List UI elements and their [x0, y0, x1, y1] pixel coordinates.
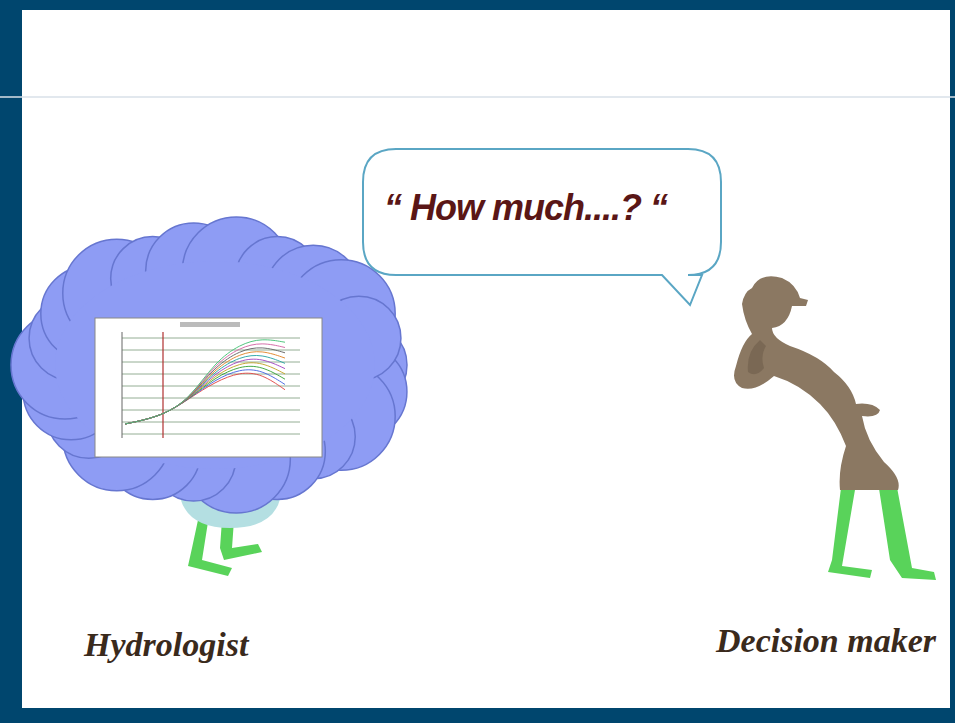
slide-panel: [22, 10, 950, 708]
leg: [828, 480, 872, 578]
speech-bubble: “ How much....? “: [362, 148, 722, 276]
person-body: [734, 276, 899, 490]
header-rule: [0, 96, 955, 98]
ensemble-trace: [125, 340, 285, 424]
figure-caption: Decision maker: [716, 622, 936, 660]
ensemble-trace: [125, 344, 285, 424]
grid-line: [122, 434, 300, 435]
ensemble-trace: [125, 359, 285, 424]
ensemble-trace: [125, 363, 285, 424]
axis: [122, 332, 123, 438]
ensemble-chart: [95, 318, 322, 457]
ensemble-trace: [125, 348, 285, 424]
ensemble-trace: [125, 355, 285, 424]
ensemble-trace: [125, 366, 285, 424]
grid-line: [122, 386, 300, 387]
speech-text: “ How much....? “: [384, 187, 744, 229]
grid-line: [122, 422, 300, 423]
forecast-marker: [162, 332, 163, 438]
grid-line: [122, 398, 300, 399]
cloud-body: [55, 261, 375, 469]
grid-line: [122, 362, 300, 363]
leg: [878, 482, 936, 580]
chart-title-bar: [180, 322, 240, 327]
grid-line: [122, 410, 300, 411]
grid-line: [122, 338, 300, 339]
figure-caption: Hydrologist: [84, 626, 248, 664]
arm: [748, 340, 766, 374]
decision-maker-figure: [734, 276, 936, 580]
ensemble-trace: [125, 352, 285, 424]
hydrologist-figure: [11, 217, 407, 576]
